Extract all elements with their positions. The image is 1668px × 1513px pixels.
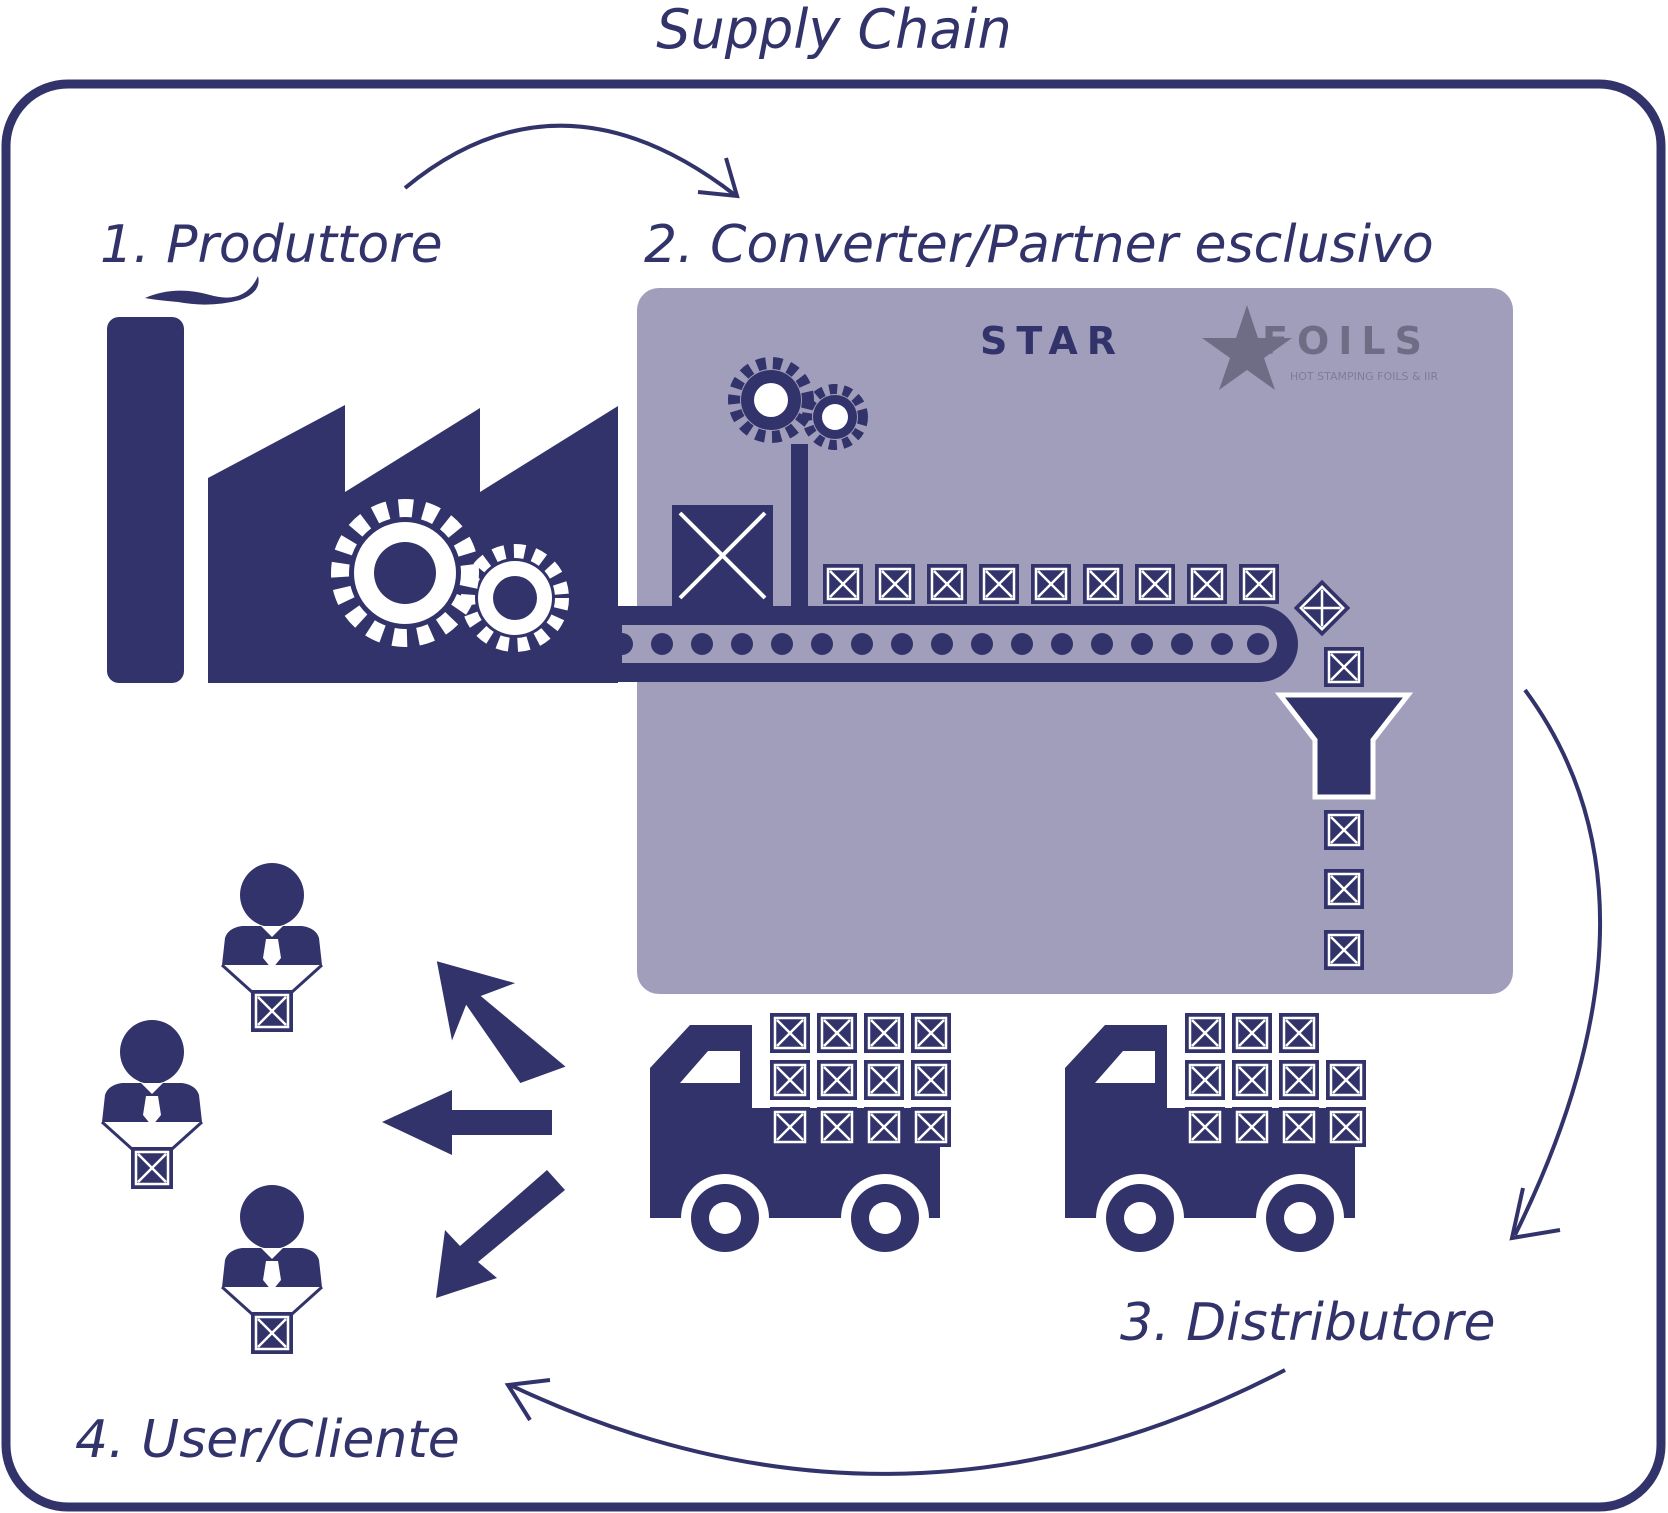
gear-icon: [331, 499, 479, 647]
star-foils-logo: STAR FOILS HOT STAMPING FOILS & IIR: [980, 305, 1439, 390]
output-crates: [1322, 808, 1366, 972]
arrow-icon: [382, 1090, 552, 1155]
crate-icon: [1322, 645, 1366, 689]
diagram-title: Supply Chain: [656, 0, 1011, 61]
arrow-icon: [436, 961, 566, 1084]
factory-icon: [107, 276, 618, 683]
step-producer-label: 1. Produttore: [100, 215, 443, 275]
crate-icon: [672, 505, 773, 606]
truck-icon: [1065, 1011, 1368, 1262]
gear-icon: [461, 544, 569, 652]
arrow-icon: [436, 1170, 565, 1298]
logo-word-star: STAR: [980, 319, 1125, 363]
star-icon: [1202, 305, 1292, 390]
outer-frame: [1, 79, 1666, 1512]
conveyor-belt-icon: [608, 606, 1298, 682]
step-user-label: 4. User/Cliente: [75, 1410, 460, 1470]
logo-word-foils: FOILS: [1262, 319, 1431, 363]
user-icon: [100, 1018, 204, 1191]
step-distributor-label: 3. Distributore: [1120, 1293, 1495, 1353]
machine-gears: [728, 357, 868, 606]
user-icon: [220, 861, 324, 1034]
funnel-icon: [1274, 692, 1414, 800]
flow-arrow-3-to-4: [504, 1368, 1286, 1476]
user-icon: [220, 1183, 324, 1356]
belt-crates: [821, 562, 1281, 606]
step-converter-label: 2. Converter/Partner esclusivo: [644, 215, 1434, 275]
flow-arrow-1-to-2: [403, 123, 740, 199]
logo-tagline: HOT STAMPING FOILS & IIR: [1290, 370, 1439, 383]
truck-icon: [650, 1011, 953, 1262]
flow-arrow-2-to-3: [1509, 688, 1603, 1241]
